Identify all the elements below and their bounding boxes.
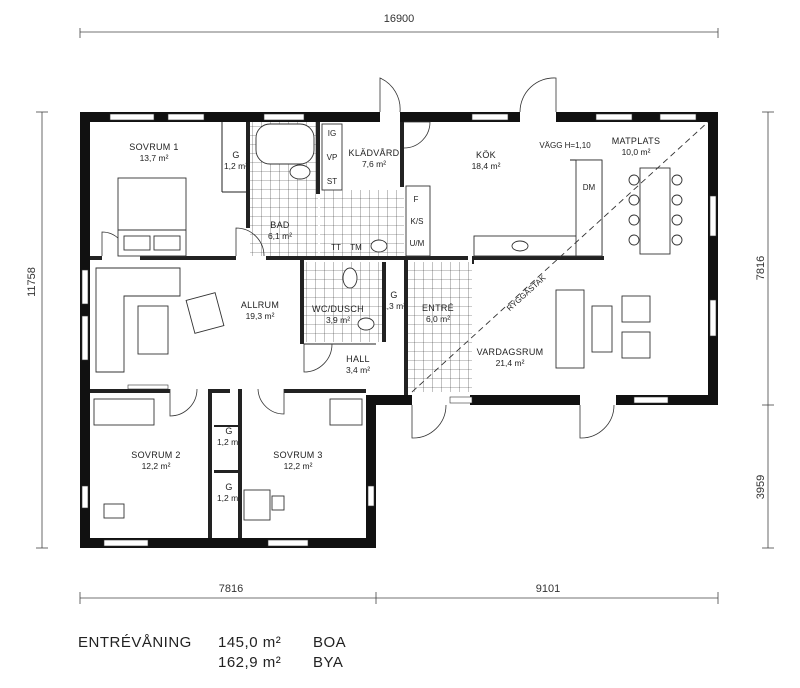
room-vardagsrum-name: VARDAGSRUM [477, 347, 544, 357]
fixture-vp: VP [327, 153, 338, 162]
summary-title: ENTRÉVÅNING [78, 633, 192, 651]
room-bad-name: BAD [270, 220, 290, 230]
room-bad-area: 6,1 m² [268, 231, 292, 241]
room-wcdusch-name: WC/DUSCH [312, 304, 364, 314]
room-allrum-area: 19,3 m² [246, 311, 275, 321]
exterior-walls [80, 112, 718, 548]
room-g4-name: G [225, 482, 232, 492]
fixture-tt: TT [331, 243, 341, 252]
room-g4-area: 1,2 m² [217, 493, 241, 503]
room-vardagsrum-area: 21,4 m² [496, 358, 525, 368]
room-kladvard-area: 7,6 m² [362, 159, 386, 169]
room-sovrum1-area: 13,7 m² [140, 153, 169, 163]
dim-right-lower: 3959 [755, 475, 767, 499]
room-entre-name: ENTRÉ [422, 303, 454, 313]
dim-left-total: 11758 [26, 267, 38, 297]
room-entre-area: 6,0 m² [426, 314, 450, 324]
room-sovrum3-name: SOVRUM 3 [273, 450, 322, 460]
room-kok-area: 18,4 m² [472, 161, 501, 171]
ridge-line [411, 121, 709, 393]
summary-bya-unit: BYA [313, 653, 344, 671]
fixture-tm: TM [350, 243, 362, 252]
room-g3-name: G [225, 426, 232, 436]
room-g2-area: 1,3 m² [382, 301, 406, 311]
summary-row-boa: ENTRÉVÅNING 145,0 m² BOA [78, 632, 373, 652]
dim-top-total: 16900 [384, 13, 415, 25]
room-matplats-name: MATPLATS [612, 136, 661, 146]
dim-right-upper: 7816 [755, 256, 767, 280]
room-g2-name: G [390, 290, 397, 300]
room-sovrum1-name: SOVRUM 1 [129, 142, 178, 152]
room-g1-name: G [232, 150, 239, 160]
fixture-f: F [414, 195, 419, 204]
dim-bottom-right: 9101 [536, 583, 560, 595]
area-summary: ENTRÉVÅNING 145,0 m² BOA 162,9 m² BYA [78, 632, 373, 672]
ridge-label: RYGGÅSTAK [505, 273, 548, 313]
fixture-ks: K/S [411, 217, 424, 226]
fixture-st: ST [327, 177, 337, 186]
windows [81, 113, 717, 547]
furniture [93, 123, 683, 521]
summary-bya-value: 162,9 m² [218, 653, 282, 671]
fixture-dm: DM [583, 183, 596, 192]
summary-row-bya: 162,9 m² BYA [78, 652, 373, 672]
room-sovrum2-area: 12,2 m² [142, 461, 171, 471]
doors [101, 77, 615, 439]
room-hall-name: HALL [346, 354, 370, 364]
summary-boa-unit: BOA [313, 633, 347, 651]
fixture-ig: IG [328, 129, 336, 138]
room-labels: SOVRUM 1 13,7 m² G 1,2 m² BAD 6,1 m² KLÄ… [129, 136, 660, 503]
room-wcdusch-area: 3,9 m² [326, 315, 350, 325]
room-g3-area: 1,2 m² [217, 437, 241, 447]
room-sovrum2-name: SOVRUM 2 [131, 450, 180, 460]
room-kladvard-name: KLÄDVÅRD [349, 148, 400, 158]
room-hall-area: 3,4 m² [346, 365, 370, 375]
room-allrum-name: ALLRUM [241, 300, 279, 310]
room-matplats-area: 10,0 m² [622, 147, 651, 157]
fixture-um: U/M [410, 239, 425, 248]
room-sovrum3-area: 12,2 m² [284, 461, 313, 471]
dim-bottom-left: 7816 [219, 583, 243, 595]
room-g1-area: 1,2 m² [224, 161, 248, 171]
summary-boa-value: 145,0 m² [218, 633, 282, 651]
wall-height-note: VÄGG H=1,10 [539, 141, 591, 150]
room-kok-name: KÖK [476, 150, 496, 160]
interior-walls [90, 122, 604, 538]
dimension-lines [36, 28, 774, 604]
